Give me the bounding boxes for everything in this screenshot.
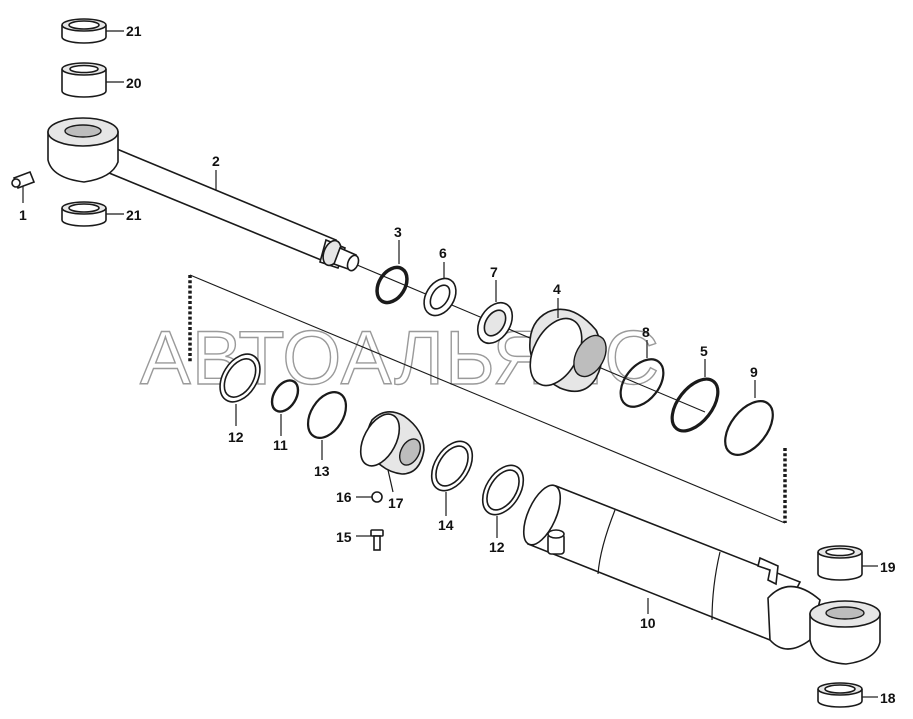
part-10-cylinder-tube <box>522 484 821 650</box>
part-11-ring <box>270 379 300 413</box>
callout-12-right: 12 <box>489 539 505 555</box>
callout-1: 1 <box>19 207 27 223</box>
part-4-cylinder-head <box>529 308 607 393</box>
part-2-rod-eye <box>47 117 119 183</box>
leader-lines <box>22 30 878 698</box>
callout-3: 3 <box>394 224 402 240</box>
callout-17: 17 <box>388 495 404 511</box>
part-20-bushing <box>61 62 107 98</box>
callout-20: 20 <box>126 75 142 91</box>
part-5-o-ring <box>670 377 720 433</box>
part-10-port <box>547 529 565 555</box>
part-10-elbow-fitting <box>757 556 779 586</box>
callout-8: 8 <box>642 324 650 340</box>
part-14-piston-seal <box>430 440 474 492</box>
part-18-bushing <box>817 682 863 708</box>
part-8-ring <box>619 358 665 408</box>
callout-21-bottom: 21 <box>126 207 142 223</box>
callout-19: 19 <box>880 559 896 575</box>
part-21-bottom-bushing <box>61 201 107 227</box>
part-19-bushing <box>817 545 863 581</box>
callout-16: 16 <box>336 489 352 505</box>
callout-18: 18 <box>880 690 896 706</box>
part-1-grease-nipple <box>11 170 36 190</box>
part-2-piston-rod <box>91 140 360 272</box>
upper-assembly-axis <box>349 261 706 413</box>
callout-12-left: 12 <box>228 429 244 445</box>
part-12-left-guide-ring <box>219 353 261 403</box>
callout-2: 2 <box>212 153 220 169</box>
part-10-base-eye <box>809 600 881 665</box>
part-7-wiper-seal <box>476 301 514 345</box>
part-12-right-guide-ring <box>481 464 525 516</box>
callout-15: 15 <box>336 529 352 545</box>
callout-13: 13 <box>314 463 330 479</box>
callout-7: 7 <box>490 264 498 280</box>
callout-14: 14 <box>438 517 454 533</box>
callout-4: 4 <box>553 281 561 297</box>
part-21-top-bushing <box>61 18 107 44</box>
part-13-ring <box>306 391 348 439</box>
lower-assembly-axis <box>189 274 786 524</box>
part-6-seal <box>423 277 457 317</box>
callout-6: 6 <box>439 245 447 261</box>
callout-9: 9 <box>750 364 758 380</box>
part-3-retaining-ring <box>375 265 409 305</box>
part-16-ball <box>371 491 383 503</box>
callout-10: 10 <box>640 615 656 631</box>
callout-5: 5 <box>700 343 708 359</box>
callout-11: 11 <box>273 437 288 453</box>
part-15-screw <box>370 529 384 551</box>
part-9-backup-ring <box>724 400 774 456</box>
part-17-piston <box>359 411 425 475</box>
callout-21-top: 21 <box>126 23 142 39</box>
callout-labels: 21 20 1 21 2 3 6 7 4 8 5 9 12 11 13 16 1… <box>19 23 896 706</box>
